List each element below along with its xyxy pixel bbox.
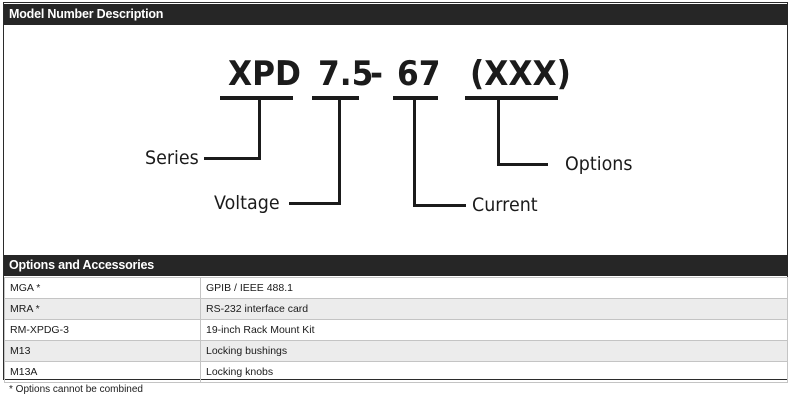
voltage-connector-vertical — [338, 100, 341, 205]
code-current: 67 — [397, 54, 441, 94]
current-connector-vertical — [413, 100, 416, 207]
series-connector-vertical — [258, 100, 261, 160]
label-series: Series — [145, 147, 199, 169]
option-description: RS-232 interface card — [200, 298, 788, 320]
code-options: (XXX) — [470, 54, 571, 94]
code-voltage: 7.5 — [318, 54, 374, 94]
code-separator: - — [370, 54, 383, 94]
option-description: Locking bushings — [200, 340, 788, 362]
table-row: MRA * RS-232 interface card — [4, 298, 788, 320]
voltage-underline — [312, 96, 359, 100]
code-series: XPD — [228, 54, 302, 94]
label-options: Options — [565, 153, 633, 175]
table-row: M13 Locking bushings — [4, 340, 788, 362]
option-description: Locking knobs — [200, 361, 788, 383]
options-connector-vertical — [497, 100, 500, 166]
option-model: M13 — [4, 340, 201, 362]
table-row: RM-XPDG-3 19-inch Rack Mount Kit — [4, 319, 788, 341]
label-voltage: Voltage — [214, 192, 280, 214]
model-number-header: Model Number Description — [4, 4, 788, 25]
table-row: MGA * GPIB / IEEE 488.1 — [4, 277, 788, 299]
model-number-diagram: XPD 7.5 - 67 (XXX) Series Voltage Curren… — [145, 54, 633, 216]
series-underline — [220, 96, 293, 100]
options-connector-horizontal — [497, 163, 548, 166]
option-model: MGA * — [4, 277, 201, 299]
option-description: 19-inch Rack Mount Kit — [200, 319, 788, 341]
options-header: Options and Accessories — [4, 255, 788, 276]
option-model: RM-XPDG-3 — [4, 319, 201, 341]
current-connector-horizontal — [413, 204, 466, 207]
options-table: MGA * GPIB / IEEE 488.1 MRA * RS-232 int… — [4, 277, 788, 383]
current-underline — [393, 96, 438, 100]
footnote: * Options cannot be combined — [9, 384, 143, 395]
option-description: GPIB / IEEE 488.1 — [200, 277, 788, 299]
label-current: Current — [472, 194, 538, 216]
option-model: M13A — [4, 361, 201, 383]
voltage-connector-horizontal — [289, 202, 341, 205]
options-underline — [465, 96, 558, 100]
series-connector-horizontal — [204, 157, 261, 160]
table-row: M13A Locking knobs — [4, 361, 788, 383]
option-model: MRA * — [4, 298, 201, 320]
